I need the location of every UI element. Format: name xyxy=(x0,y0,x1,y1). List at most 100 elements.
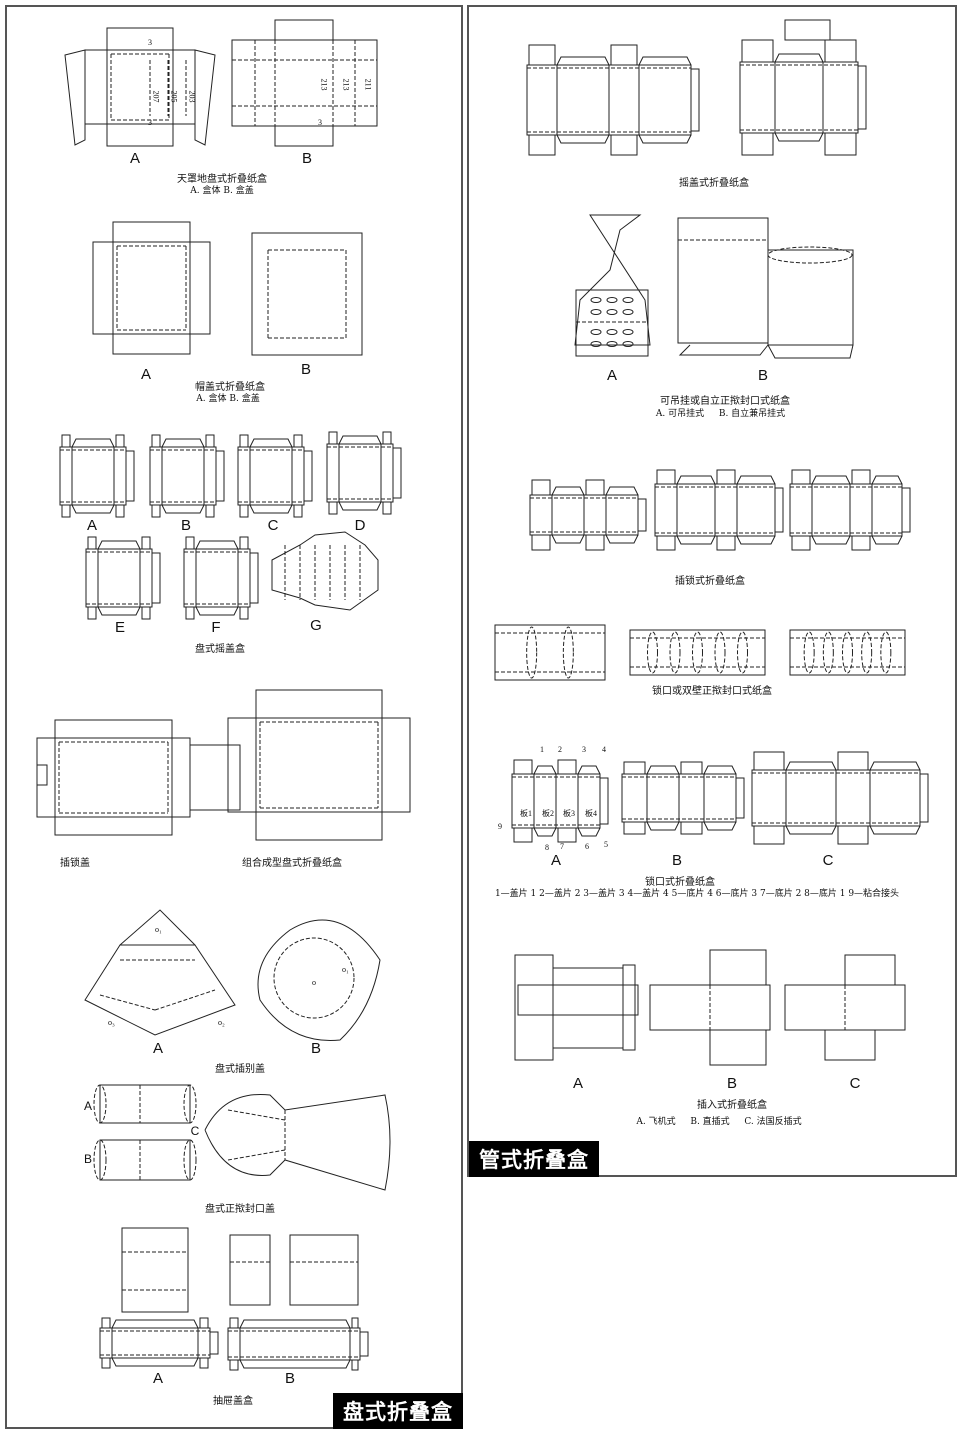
cut-line xyxy=(121,1227,189,1313)
cut-line xyxy=(784,19,831,41)
cut-line xyxy=(274,19,334,41)
fig-label-b: B xyxy=(180,517,192,534)
cut-line xyxy=(824,1029,876,1061)
tube-box-panel xyxy=(467,5,957,1177)
cut-line xyxy=(575,289,649,357)
cut-line xyxy=(551,494,585,536)
cut-line xyxy=(555,773,579,829)
cut-line xyxy=(112,241,191,335)
cut-line xyxy=(338,435,382,445)
cut-line xyxy=(189,241,211,335)
cut-line xyxy=(59,446,73,506)
fig-label-f: F xyxy=(211,619,221,636)
fig-label-a: A xyxy=(129,150,141,167)
cut-line xyxy=(716,535,736,551)
cut-line xyxy=(197,1327,211,1359)
cut-line xyxy=(709,949,767,986)
cut-line xyxy=(623,761,646,775)
dim-label: 205 xyxy=(169,90,179,103)
part-number: 7 xyxy=(560,842,564,851)
cut-line xyxy=(517,984,639,1016)
cut-line xyxy=(141,606,151,620)
panel-label: 板4 xyxy=(585,809,597,818)
cut-line xyxy=(195,606,239,616)
fold-line xyxy=(562,626,574,679)
fold-line xyxy=(154,989,216,1011)
cut-line xyxy=(590,297,602,303)
cut-line xyxy=(194,49,216,146)
cut-line xyxy=(585,479,605,496)
cut-line xyxy=(514,954,554,1061)
cut-line xyxy=(92,241,114,335)
cut-line xyxy=(629,629,766,676)
cut-line xyxy=(637,498,647,532)
dim-label: 3 xyxy=(148,38,152,47)
cut-line xyxy=(111,1357,199,1367)
cut-line xyxy=(511,773,535,829)
cut-line xyxy=(526,64,558,136)
cut-line xyxy=(257,919,381,1041)
dim-label: 213 xyxy=(319,78,329,91)
cut-line xyxy=(811,483,851,537)
cut-line xyxy=(249,504,293,514)
cut-line xyxy=(774,132,824,142)
cut-line xyxy=(338,501,382,511)
dim-label: 3 xyxy=(318,118,322,127)
cut-line xyxy=(54,737,173,818)
cut-line xyxy=(255,717,383,813)
cut-line xyxy=(585,534,605,551)
fig-label-b: B xyxy=(671,852,683,869)
cut-line xyxy=(237,446,251,506)
cut-line xyxy=(622,341,634,347)
fig-label-a: A xyxy=(572,1075,584,1092)
cut-line xyxy=(99,1327,113,1359)
cut-line xyxy=(54,719,173,739)
cut-line xyxy=(161,446,205,506)
part-number: 5 xyxy=(604,840,608,849)
cut-line xyxy=(151,434,161,448)
fig-label-b: B xyxy=(300,361,312,378)
cut-line xyxy=(608,64,640,136)
fig-label-c: C xyxy=(849,1075,861,1092)
cut-line xyxy=(789,629,906,676)
fold-line xyxy=(183,1139,197,1181)
cut-line xyxy=(227,717,257,813)
cut-line xyxy=(574,214,651,346)
cut-line xyxy=(791,469,811,485)
cut-line xyxy=(606,297,618,303)
cut-line xyxy=(869,761,921,771)
sub-caption: A. 可吊挂式 xyxy=(655,409,705,419)
cut-line xyxy=(529,494,553,536)
cut-line xyxy=(199,1357,209,1369)
cut-line xyxy=(844,954,896,986)
cut-line xyxy=(785,825,837,835)
cut-line xyxy=(382,501,392,515)
fold-line xyxy=(227,1109,286,1121)
cut-line xyxy=(767,344,854,359)
fold-line xyxy=(714,631,726,674)
cut-line xyxy=(189,744,241,811)
cut-line xyxy=(716,469,736,485)
cut-line xyxy=(97,540,141,550)
cut-line xyxy=(736,535,776,545)
cut-line xyxy=(785,769,837,827)
sub-caption: B. 自立兼吊挂式 xyxy=(718,409,786,419)
cut-line xyxy=(736,475,776,485)
cut-line xyxy=(556,64,610,136)
cut-line xyxy=(583,494,607,536)
caption: 抽屉盖盒 xyxy=(213,1396,253,1407)
cut-line xyxy=(239,1319,351,1329)
cut-line xyxy=(556,134,610,144)
legend: 1—盖片 1 2—盖片 2 3—盖片 3 4—盖片 4 5—底片 4 6—底片 … xyxy=(494,889,900,899)
fold-line xyxy=(526,626,538,679)
fold-line xyxy=(93,1084,107,1124)
cut-line xyxy=(622,329,634,335)
cut-line xyxy=(590,329,602,335)
cut-line xyxy=(857,65,867,130)
cut-line xyxy=(577,765,601,775)
cut-line xyxy=(533,765,557,775)
cut-line xyxy=(61,434,71,448)
cut-line xyxy=(531,479,551,496)
cut-line xyxy=(36,737,56,818)
fig-label-a: A xyxy=(140,366,152,383)
